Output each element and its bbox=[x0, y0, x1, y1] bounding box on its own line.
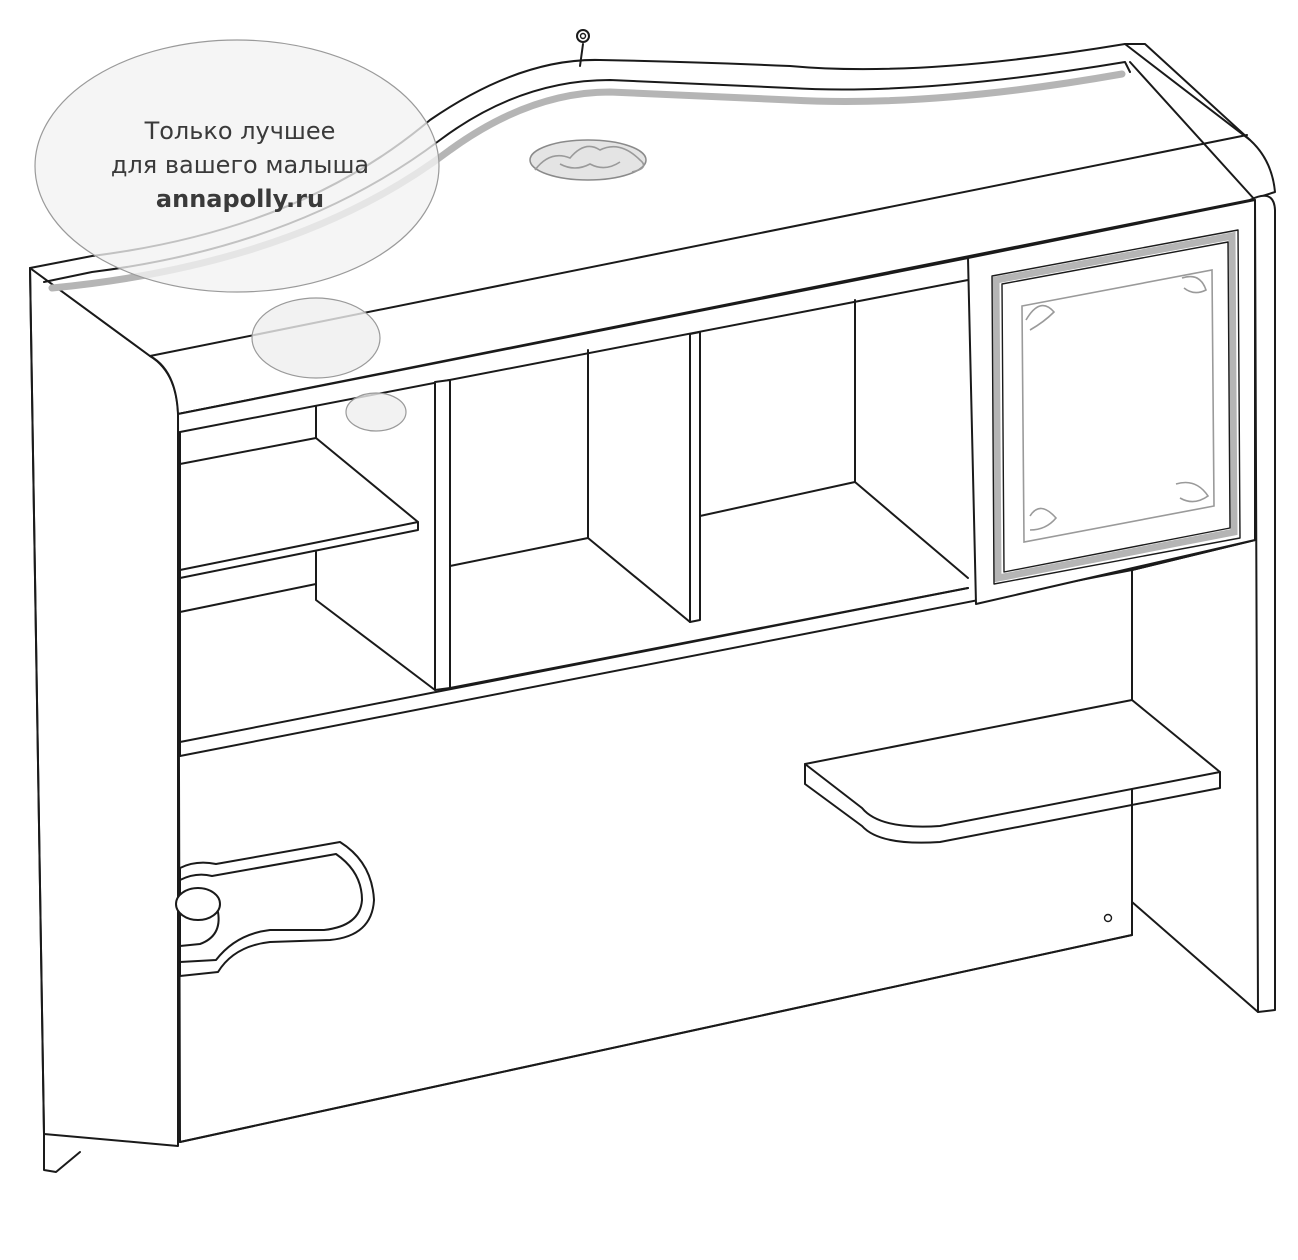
left-side-panel bbox=[29, 267, 179, 1173]
top-knob bbox=[576, 29, 590, 67]
door-corner-ornament bbox=[1025, 275, 1210, 531]
cabinet-door bbox=[967, 199, 1256, 605]
watermark-line2: для вашего малыша bbox=[110, 151, 370, 179]
watermark-site: annapolly.ru bbox=[155, 185, 325, 213]
watermark: Только лучшее для вашего малыша annapoll… bbox=[40, 114, 440, 216]
carved-ornament bbox=[529, 139, 647, 181]
watermark-bubbles bbox=[34, 39, 440, 432]
watermark-line1: Только лучшее bbox=[144, 117, 336, 145]
tray-organizer bbox=[175, 841, 375, 977]
side-shelf bbox=[804, 699, 1221, 844]
cubby-section bbox=[179, 279, 969, 757]
